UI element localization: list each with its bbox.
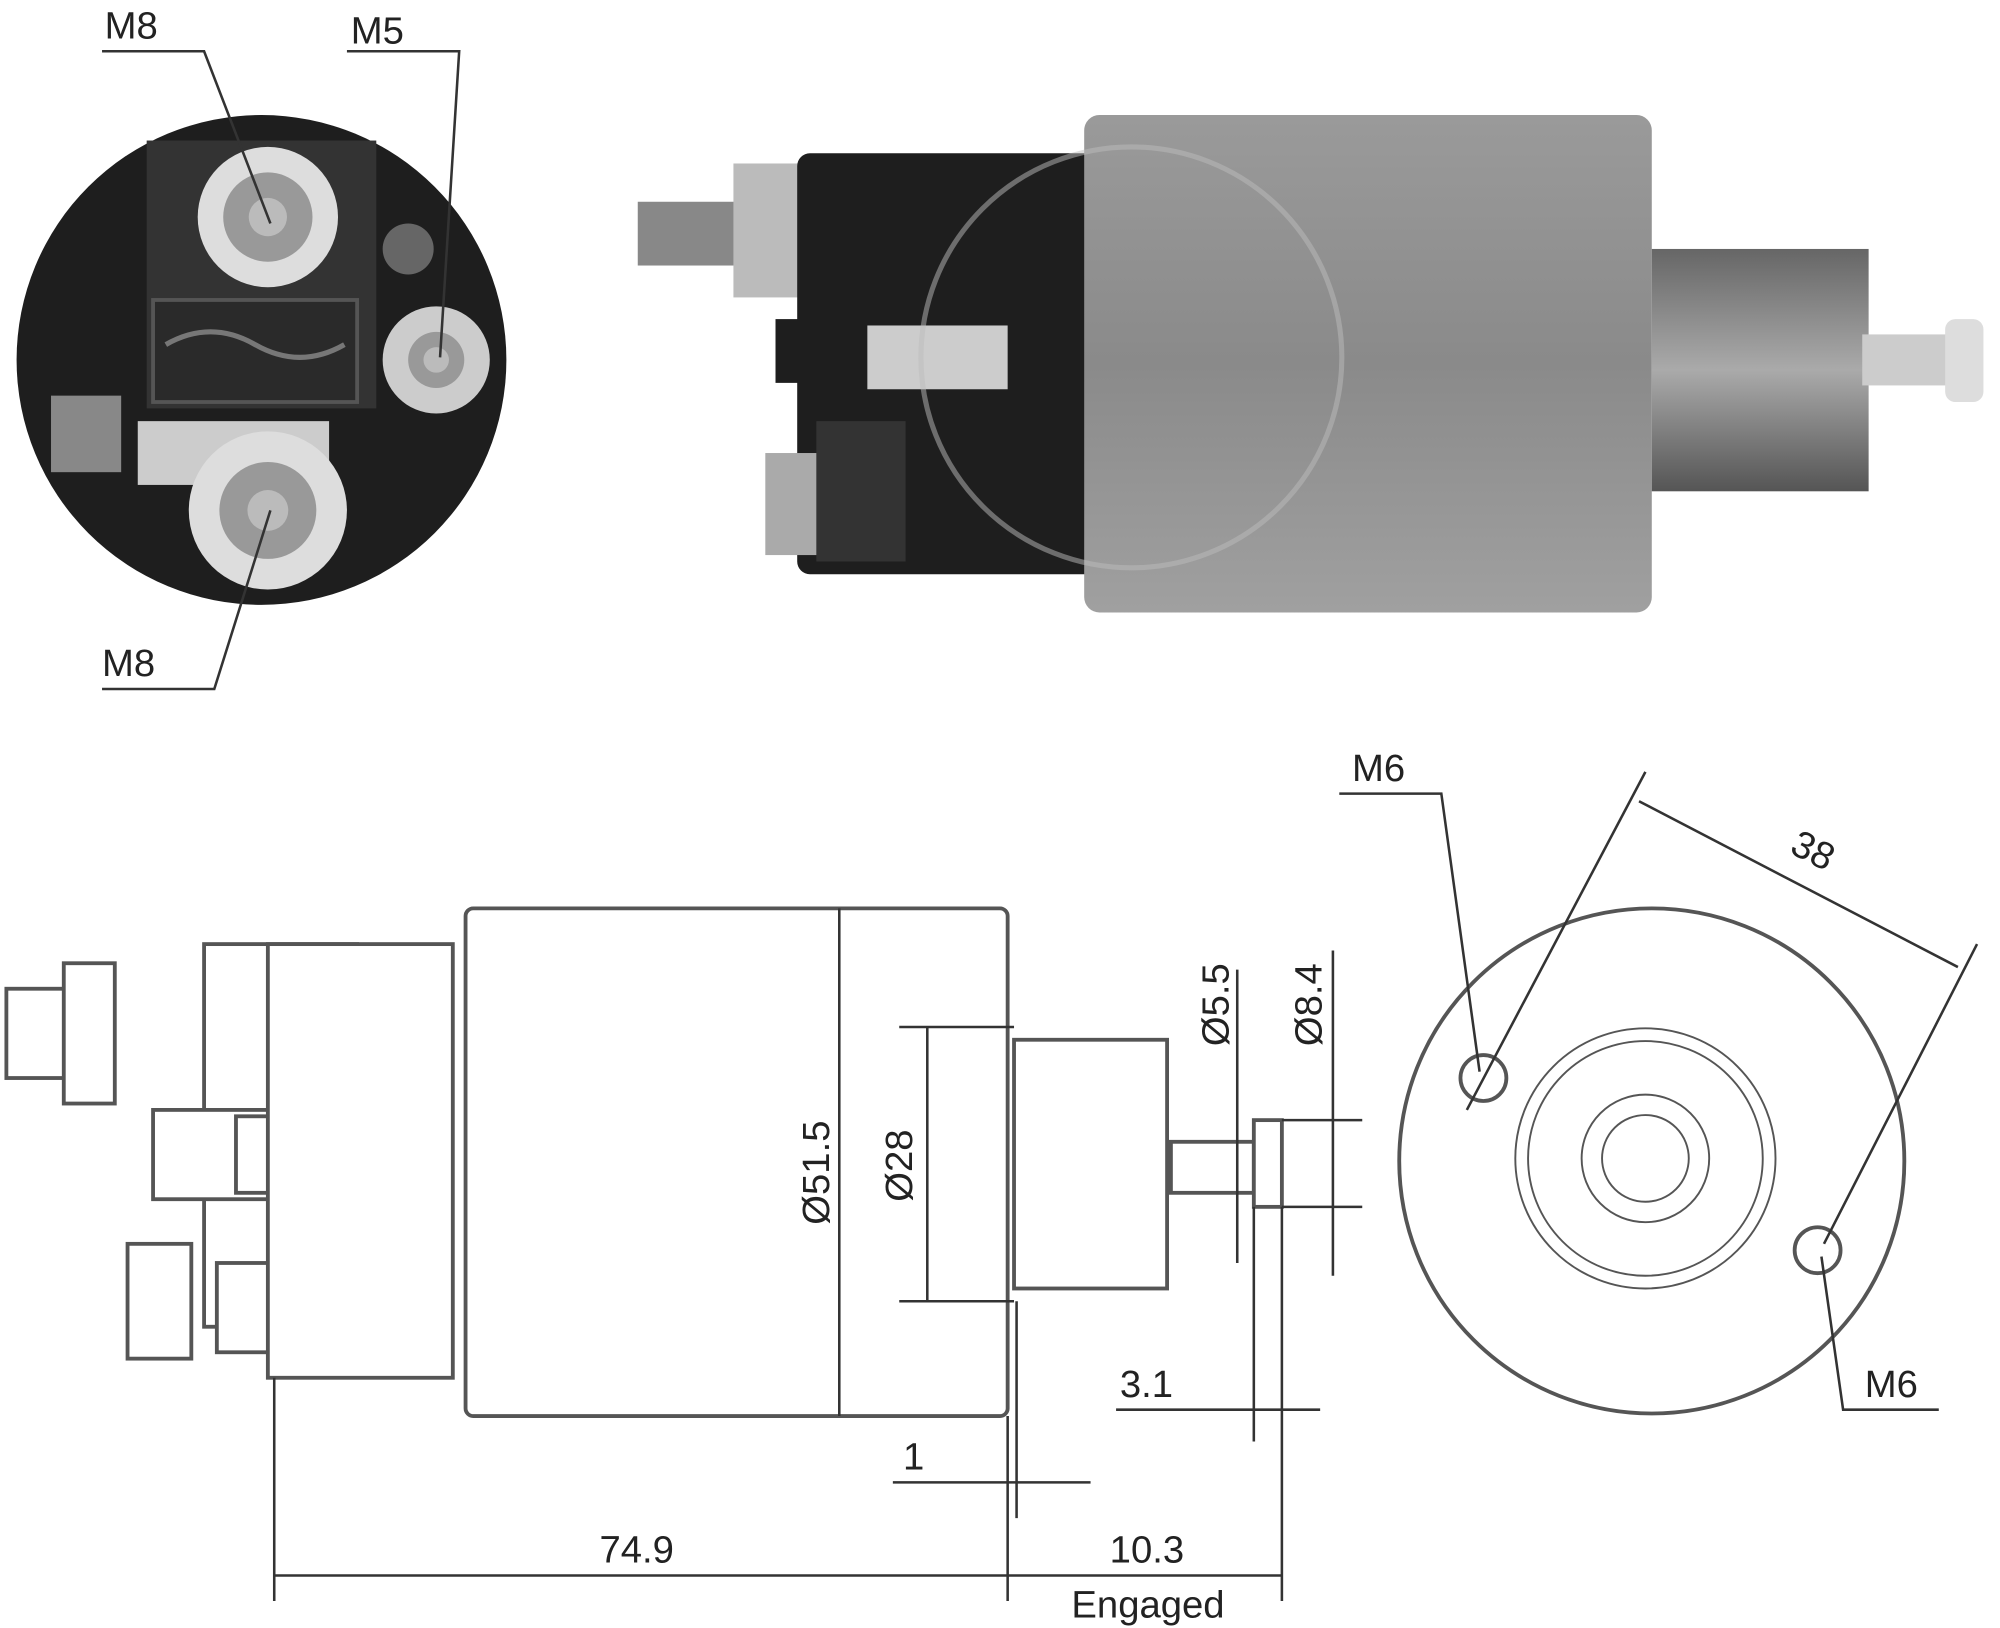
label-m6-bottom: M6 — [1865, 1363, 1918, 1406]
dim-head-length: 3.1 — [1120, 1363, 1173, 1406]
dim-stroke-note: Engaged — [1071, 1584, 1224, 1627]
dim-stroke: 10.3 — [1110, 1529, 1184, 1572]
dim-housing-diameter: Ø28 — [878, 1129, 921, 1201]
dim-gap: 1 — [903, 1436, 924, 1479]
dim-body-diameter: Ø51.5 — [795, 1121, 838, 1225]
end-view-photo — [16, 115, 507, 605]
dim-plunger-diameter: Ø5.5 — [1194, 963, 1237, 1046]
label-m5: M5 — [351, 10, 404, 53]
label-m8-bottom: M8 — [102, 642, 155, 685]
end-view-leaders: M8 M5 M8 — [102, 4, 461, 691]
side-view-dimensions: Ø51.5 Ø28 Ø5.5 Ø8.4 3.1 1 74.9 10.3 Enga… — [272, 908, 1363, 1627]
dim-hole-spacing: 38 — [1784, 822, 1841, 880]
end-view-drawing: M6 M6 38 — [1339, 747, 1979, 1416]
side-view-drawing — [4, 906, 1284, 1418]
label-m6-top: M6 — [1352, 747, 1405, 790]
side-view-photo — [637, 115, 1984, 613]
label-m8-top: M8 — [105, 4, 158, 47]
dim-head-diameter: Ø8.4 — [1287, 963, 1330, 1046]
dim-overall-length: 74.9 — [599, 1529, 673, 1572]
